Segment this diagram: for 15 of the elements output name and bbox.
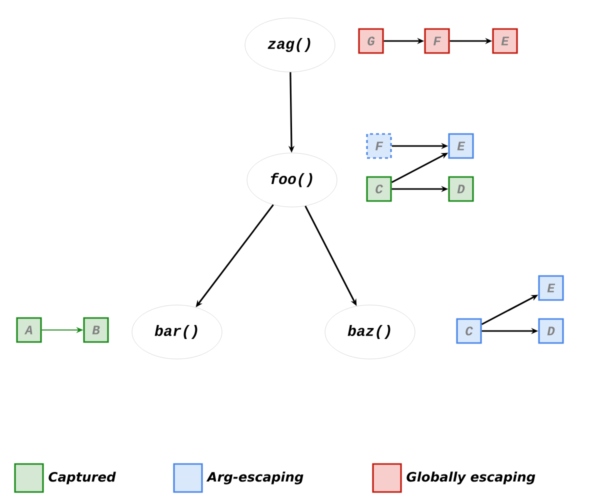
- letter-box: C: [366, 176, 392, 202]
- letter-box: B: [83, 317, 109, 343]
- legend-label: Arg-escaping: [206, 472, 304, 484]
- letter-box: F: [424, 28, 450, 54]
- letter-box: E: [492, 28, 518, 54]
- letter-box: E: [448, 133, 474, 159]
- legend-label: Globally escaping: [406, 472, 536, 484]
- letter-box: C: [456, 318, 482, 344]
- letter-box: F: [366, 133, 392, 159]
- letter-box: D: [538, 318, 564, 344]
- letter-box: G: [358, 28, 384, 54]
- letter-box: D: [448, 176, 474, 202]
- letter-box: E: [538, 275, 564, 301]
- letter-box: A: [16, 317, 42, 343]
- legend-label: Captured: [48, 472, 116, 484]
